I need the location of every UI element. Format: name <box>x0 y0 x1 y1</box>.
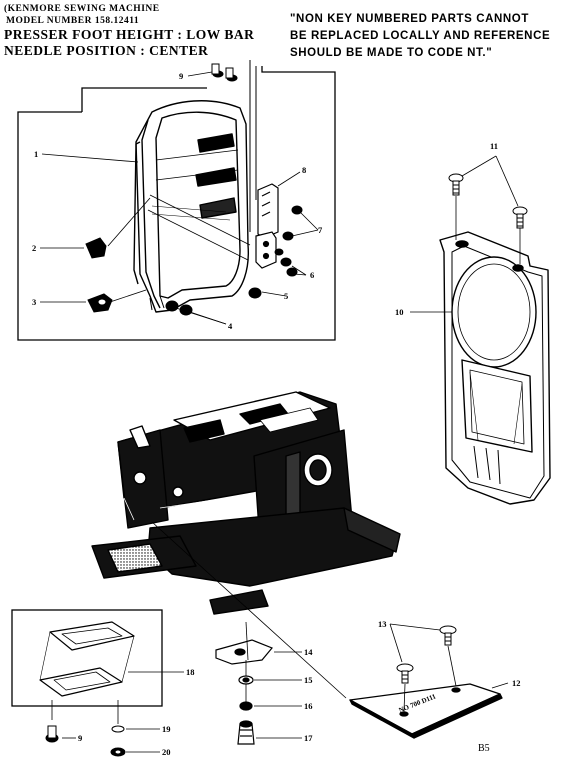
top-cover <box>133 100 249 313</box>
callout-5: 5 <box>284 291 289 301</box>
bottom-plates <box>39 621 135 697</box>
callout-2: 2 <box>32 243 37 253</box>
callout-9-top: 9 <box>179 71 184 81</box>
callout-9-bottom: 9 <box>78 733 83 743</box>
callout-20: 20 <box>162 747 171 757</box>
screws-11 <box>448 173 528 229</box>
note-line-3: SHOULD BE MADE TO CODE NT." <box>290 47 493 59</box>
part-2 <box>85 237 107 259</box>
callout-15: 15 <box>304 675 313 685</box>
brackets <box>147 60 279 269</box>
bottom-left-frame <box>11 609 163 707</box>
part-3 <box>87 293 113 313</box>
leaders-top-left <box>40 71 319 325</box>
note-line-1: "NON KEY NUMBERED PARTS CANNOT <box>290 13 529 25</box>
header-presser-foot: PRESSER FOOT HEIGHT : LOW BAR <box>4 27 255 42</box>
callout-16: 16 <box>304 701 313 711</box>
callout-8: 8 <box>302 165 307 175</box>
callout-17: 17 <box>304 733 313 743</box>
callout-10: 10 <box>395 307 404 317</box>
note-line-2: BE REPLACED LOCALLY AND REFERENCE <box>290 30 551 42</box>
callout-6: 6 <box>310 270 315 280</box>
screws-13 <box>396 625 457 684</box>
callout-4: 4 <box>228 321 233 331</box>
header-needle-position: NEEDLE POSITION : CENTER <box>4 43 209 58</box>
callout-7: 7 <box>318 225 323 235</box>
callout-12: 12 <box>512 678 521 688</box>
callout-18: 18 <box>186 667 195 677</box>
screws-6 <box>274 248 298 277</box>
leaders-right <box>410 155 521 313</box>
leaders-bottom-left <box>62 671 184 753</box>
side-cover <box>439 231 551 505</box>
screws-7 <box>282 205 303 241</box>
header-brand: (KENMORE SEWING MACHINE <box>4 4 160 14</box>
callout-11: 11 <box>490 141 499 151</box>
screw-5 <box>248 287 262 299</box>
callout-19: 19 <box>162 724 171 734</box>
top-left-frame <box>17 66 336 341</box>
machine-body <box>91 391 401 615</box>
screw-9-top <box>211 63 238 82</box>
leaders-bottom-right <box>151 521 509 713</box>
small-screws <box>85 63 303 316</box>
header-model: MODEL NUMBER 158.12411 <box>6 16 140 26</box>
page-code: B5 <box>478 743 490 754</box>
callout-14: 14 <box>304 647 313 657</box>
foot-parts <box>215 639 273 745</box>
leaders-bottom-center <box>245 651 302 739</box>
bottom-plate <box>349 683 503 739</box>
callout-1: 1 <box>34 149 39 159</box>
callout-3: 3 <box>32 297 37 307</box>
callout-13: 13 <box>378 619 387 629</box>
bottom-screws <box>45 700 126 757</box>
